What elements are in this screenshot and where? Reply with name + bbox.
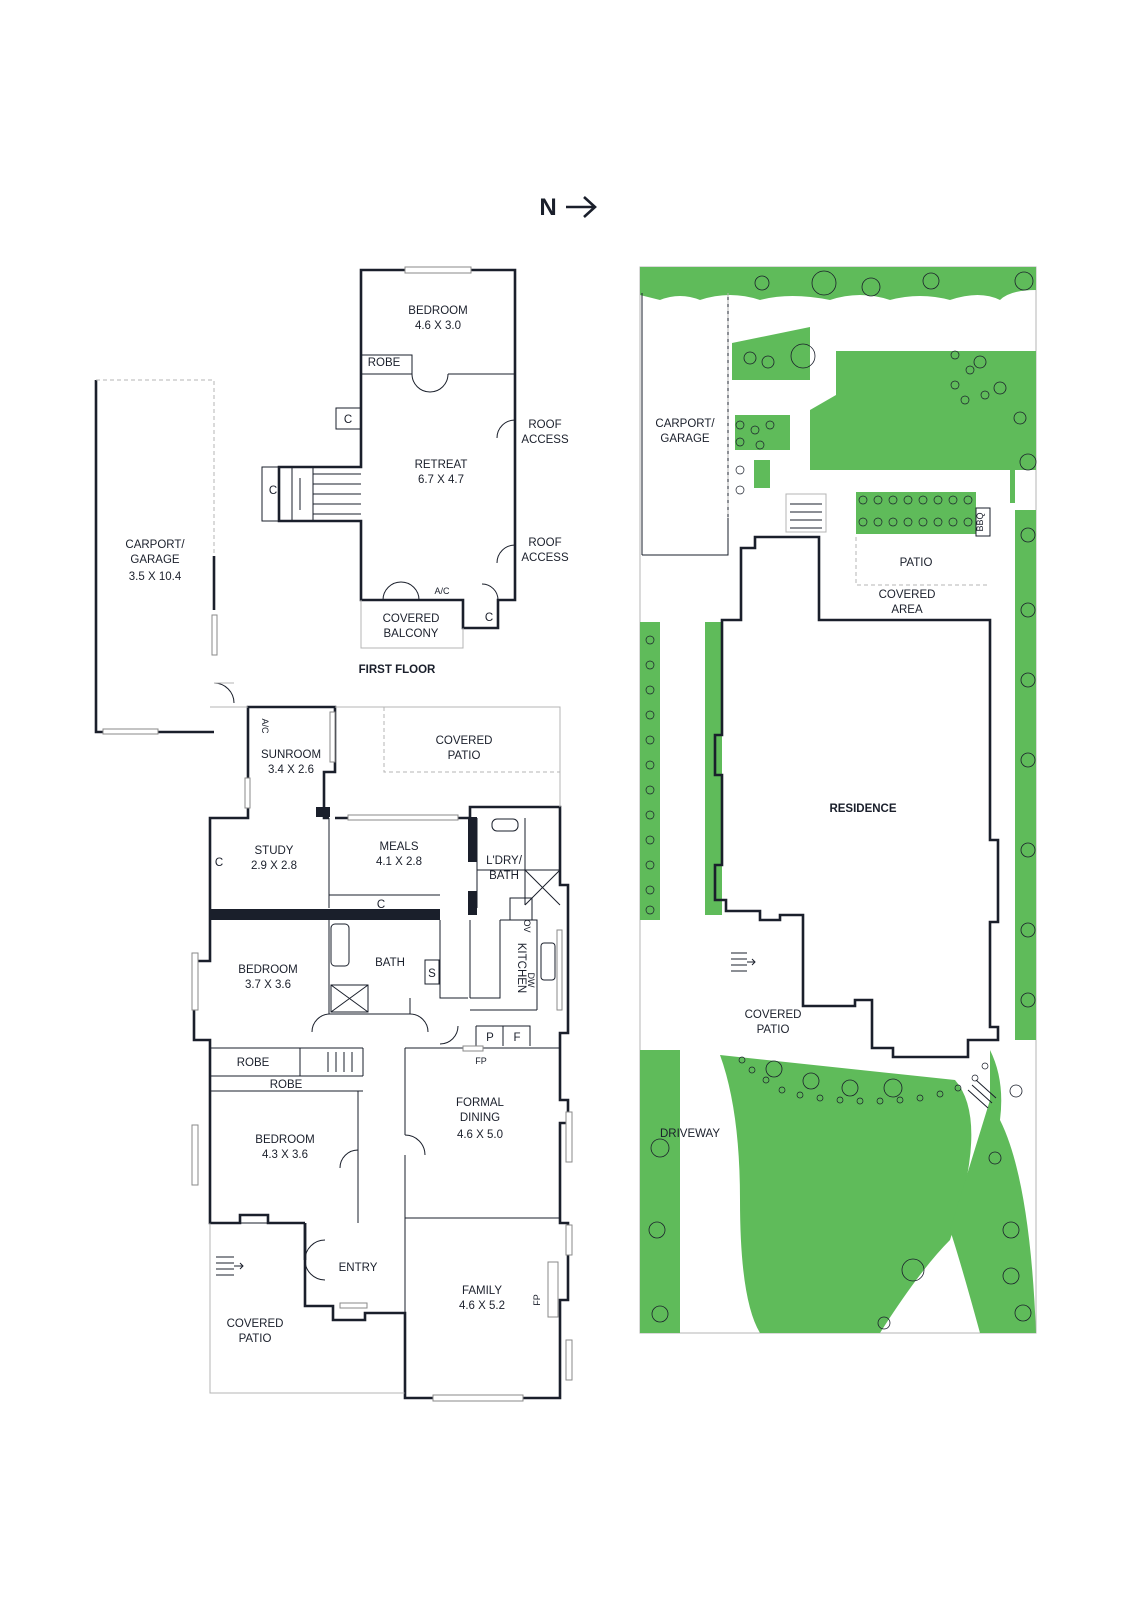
- gf-ac-label: A/C: [260, 718, 270, 734]
- gf-laundry-b: BATH: [489, 870, 519, 882]
- gf-ov-label: OV: [522, 919, 532, 932]
- site-carport-a: CARPORT/: [655, 418, 715, 430]
- ff-roof-access-2b: ACCESS: [521, 552, 569, 564]
- gf-covered-patio-top-b: PATIO: [448, 750, 481, 762]
- gf-carport-size: 3.5 X 10.4: [129, 571, 182, 583]
- gf-bedroom1-name: BEDROOM: [238, 964, 297, 976]
- ff-balcony-b: BALCONY: [384, 628, 439, 640]
- gf-covered-patio-b: PATIO: [239, 1333, 272, 1345]
- ff-retreat-size: 6.7 X 4.7: [418, 474, 464, 486]
- site-carport-b: GARAGE: [660, 433, 710, 445]
- ff-bedroom-name: BEDROOM: [408, 305, 467, 317]
- ff-bedroom-size: 4.6 X 3.0: [415, 320, 461, 332]
- ff-cupboard-3: C: [485, 612, 493, 624]
- site-covered-patio-b: PATIO: [757, 1024, 790, 1036]
- site-covered-patio-a: COVERED: [745, 1009, 802, 1021]
- north-label: N: [539, 194, 556, 221]
- ff-cupboard-2: C: [269, 485, 277, 497]
- gf-bath-label: BATH: [375, 957, 405, 969]
- ff-ac-label: A/C: [434, 586, 450, 596]
- ff-roof-access-2a: ROOF: [528, 537, 561, 549]
- gf-formal-dining-size: 4.6 X 5.0: [457, 1129, 503, 1141]
- gf-study-name: STUDY: [255, 845, 294, 857]
- ff-roof-access-1a: ROOF: [528, 419, 561, 431]
- gf-kitchen-label: KITCHEN: [515, 943, 527, 993]
- gf-entry-label: ENTRY: [339, 1262, 378, 1274]
- ff-cupboard-1: C: [344, 414, 352, 426]
- gf-meals-size: 4.1 X 2.8: [376, 856, 422, 868]
- gf-covered-patio-a: COVERED: [227, 1318, 284, 1330]
- gf-sunroom-size: 3.4 X 2.6: [268, 764, 314, 776]
- gf-formal-dining-b: DINING: [460, 1112, 500, 1124]
- gf-formal-dining-a: FORMAL: [456, 1097, 505, 1109]
- site-residence-label: RESIDENCE: [829, 803, 896, 815]
- gf-f-label: F: [513, 1032, 520, 1044]
- site-covered-area-a: COVERED: [879, 589, 936, 601]
- gf-meals-name: MEALS: [380, 841, 419, 853]
- site-plan: CARPORT/ GARAGE BBQ PATIO COVERED AREA R…: [639, 266, 1037, 1334]
- gf-fp2-label: FP: [532, 1294, 542, 1306]
- gf-p-label: P: [486, 1032, 494, 1044]
- site-patio-label: PATIO: [900, 557, 933, 569]
- hedge-dots: [645, 350, 990, 1105]
- gf-bedroom1-size: 3.7 X 3.6: [245, 979, 291, 991]
- ff-balcony-a: COVERED: [383, 613, 440, 625]
- ground-floor-plan: CARPORT/ GARAGE 3.5 X 10.4 A/C SUNROOM 3…: [94, 379, 573, 1402]
- gf-covered-patio-top-a: COVERED: [436, 735, 493, 747]
- gf-fp1-label: FP: [475, 1056, 487, 1066]
- gf-family-size: 4.6 X 5.2: [459, 1300, 505, 1312]
- gf-c-study: C: [215, 857, 223, 869]
- first-floor-title: FIRST FLOOR: [359, 664, 436, 676]
- gf-carport-a: CARPORT/: [125, 539, 185, 551]
- gf-family-name: FAMILY: [462, 1285, 502, 1297]
- gf-bedroom2-size: 4.3 X 3.6: [262, 1149, 308, 1161]
- site-driveway-label: DRIVEWAY: [660, 1128, 720, 1140]
- north-arrow: N: [539, 194, 597, 221]
- gf-c-meals: C: [377, 899, 385, 911]
- gf-sunroom-name: SUNROOM: [261, 749, 321, 761]
- site-bbq-label: BBQ: [975, 512, 985, 531]
- gf-study-size: 2.9 X 2.8: [251, 860, 297, 872]
- gf-laundry-a: L'DRY/: [486, 855, 523, 867]
- site-covered-area-b: AREA: [891, 604, 923, 616]
- ff-roof-access-1b: ACCESS: [521, 434, 569, 446]
- ff-robe-label: ROBE: [368, 357, 401, 369]
- gf-dw-label: DW: [526, 973, 536, 988]
- ff-retreat-name: RETREAT: [415, 459, 468, 471]
- gf-carport-b: GARAGE: [130, 554, 180, 566]
- gf-robe1-label: ROBE: [237, 1057, 270, 1069]
- tree-icons: [648, 270, 1037, 1330]
- gf-bedroom2-name: BEDROOM: [255, 1134, 314, 1146]
- gf-robe2-label: ROBE: [270, 1079, 303, 1091]
- gf-s-label: S: [428, 968, 436, 980]
- arrow-right-icon: [566, 196, 597, 218]
- first-floor-plan: BEDROOM 4.6 X 3.0 ROBE C C RETREAT 6.7 X…: [261, 266, 569, 676]
